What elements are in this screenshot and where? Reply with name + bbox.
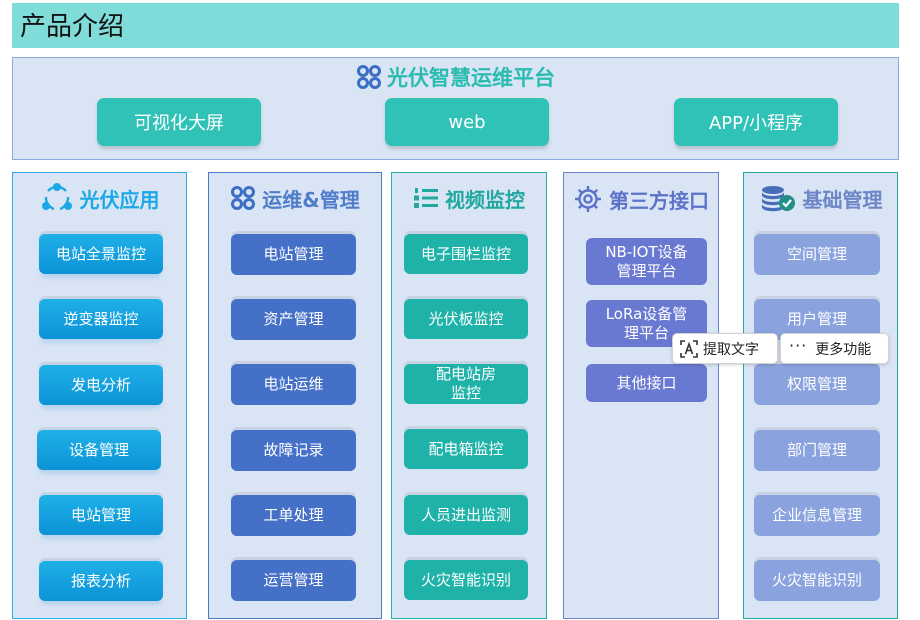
substation-room-monitor-button[interactable]: 配电站房 监控 [404, 364, 528, 404]
asset-management-button[interactable]: 资产管理 [231, 299, 356, 340]
lora-platform-button[interactable]: LoRa设备管 理平台 [586, 300, 707, 347]
column-header: 视频监控 [392, 181, 546, 215]
column-title: 基础管理 [802, 187, 883, 212]
device-management-button[interactable]: 设备管理 [37, 430, 161, 470]
e-fence-monitor-button[interactable]: 电子围栏监控 [404, 234, 528, 274]
platform-title: 光伏智慧运维平台 [387, 66, 555, 90]
personnel-access-monitor-button[interactable]: 人员进出监测 [404, 495, 528, 535]
grid-logo-icon [231, 186, 256, 210]
app-miniprogram-button[interactable]: APP/小程序 [674, 98, 838, 146]
pv-panel-monitor-button[interactable]: 光伏板监控 [404, 299, 528, 339]
column-header: 光伏应用 [13, 181, 186, 215]
page-title: 产品介绍 [20, 12, 125, 42]
platform-panel: 光伏智慧运维平台 可视化大屏 web APP/小程序 [12, 57, 899, 160]
fire-recognition-button[interactable]: 火灾智能识别 [404, 560, 528, 600]
operations-management-button[interactable]: 运营管理 [231, 560, 356, 601]
more-dots-icon: ··· [789, 335, 808, 355]
work-order-button[interactable]: 工单处理 [231, 495, 356, 536]
gear-icon [575, 186, 601, 212]
platform-header: 光伏智慧运维平台 [13, 62, 898, 92]
station-maintenance-button[interactable]: 电站运维 [231, 364, 356, 405]
third-party-interface-column: 第三方接口 NB-IOT设备 管理平台 LoRa设备管 理平台 其他接口 [563, 172, 719, 619]
extract-text-button[interactable]: 提取文字 [672, 333, 778, 364]
generation-analysis-button[interactable]: 发电分析 [39, 365, 163, 405]
operation-management-column: 运维&管理 电站管理 资产管理 电站运维 故障记录 工单处理 运营管理 [208, 172, 382, 619]
text-scan-icon [680, 339, 698, 358]
pv-station-panorama-button[interactable]: 电站全景监控 [39, 234, 163, 274]
enterprise-info-button[interactable]: 企业信息管理 [754, 495, 880, 536]
column-title: 运维&管理 [262, 187, 360, 212]
fire-recognition-button[interactable]: 火灾智能识别 [754, 560, 880, 601]
web-button[interactable]: web [385, 98, 549, 146]
other-interface-button[interactable]: 其他接口 [586, 364, 707, 402]
pv-station-management-button[interactable]: 电站管理 [39, 495, 163, 535]
big-screen-button[interactable]: 可视化大屏 [97, 98, 261, 146]
page-header: 产品介绍 [12, 3, 899, 48]
department-management-button[interactable]: 部门管理 [754, 430, 880, 471]
database-check-icon [761, 186, 795, 212]
column-header: 基础管理 [744, 181, 897, 215]
station-management-button[interactable]: 电站管理 [231, 234, 356, 275]
cycle-icon [41, 183, 72, 211]
platform-logo-icon [357, 65, 381, 89]
numbered-list-icon [414, 188, 438, 208]
more-functions-button[interactable]: ··· 更多功能 [780, 333, 889, 364]
pv-application-column: 光伏应用 电站全景监控 逆变器监控 发电分析 设备管理 电站管理 报表分析 [12, 172, 187, 619]
video-monitoring-column: 视频监控 电子围栏监控 光伏板监控 配电站房 监控 配电箱监控 人员进出监测 火… [391, 172, 547, 619]
column-title: 视频监控 [445, 187, 525, 212]
distribution-box-monitor-button[interactable]: 配电箱监控 [404, 429, 528, 469]
column-header: 运维&管理 [209, 181, 381, 215]
column-title: 光伏应用 [79, 187, 160, 212]
column-header: 第三方接口 [564, 182, 718, 216]
more-functions-label: 更多功能 [815, 341, 872, 358]
basic-management-column: 基础管理 空间管理 用户管理 权限管理 部门管理 企业信息管理 火灾智能识别 [743, 172, 898, 619]
inverter-monitor-button[interactable]: 逆变器监控 [39, 299, 163, 339]
column-title: 第三方接口 [609, 188, 709, 213]
report-analysis-button[interactable]: 报表分析 [39, 561, 163, 601]
extract-text-label: 提取文字 [703, 341, 759, 358]
permission-management-button[interactable]: 权限管理 [754, 364, 880, 405]
nb-iot-platform-button[interactable]: NB-IOT设备 管理平台 [586, 238, 707, 285]
space-management-button[interactable]: 空间管理 [754, 234, 880, 275]
fault-record-button[interactable]: 故障记录 [231, 430, 356, 471]
